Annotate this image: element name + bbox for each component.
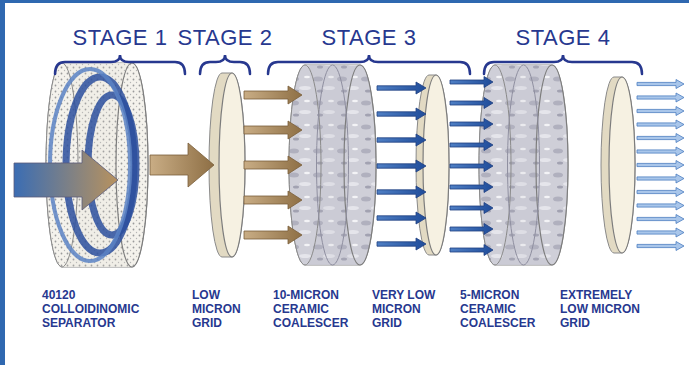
flow-arrow <box>450 245 493 256</box>
outlet-arrow <box>637 174 684 183</box>
flow-arrow <box>377 186 426 198</box>
flow-arrow <box>377 160 426 172</box>
stage-bracket <box>55 55 185 74</box>
outlet-arrow <box>637 134 684 143</box>
outlet-arrow <box>637 161 684 170</box>
flow-arrow <box>150 143 214 187</box>
flow-arrow <box>244 156 302 174</box>
flow-arrow <box>450 182 493 193</box>
flow-arrow <box>377 134 426 146</box>
ceramic-coalescer <box>479 65 568 265</box>
flow-arrow <box>377 238 426 250</box>
flow-arrow <box>450 224 493 235</box>
part-label: 40120 COLLOIDINOMIC SEPARATOR <box>42 289 157 330</box>
outlet-arrow <box>637 201 684 210</box>
outlet-arrow <box>637 228 684 237</box>
stage-heading: STAGE 3 <box>309 25 429 50</box>
outlet-arrow <box>637 147 684 156</box>
disc-face <box>536 65 568 265</box>
stage-bracket <box>200 55 250 74</box>
frame-edge <box>0 0 689 3</box>
part-label: EXTREMELY LOW MICRON GRID <box>560 289 644 330</box>
flow-arrow <box>377 212 426 224</box>
flow-arrow <box>450 203 493 214</box>
outlet-arrow <box>637 188 684 197</box>
stage-heading: STAGE 2 <box>165 25 285 50</box>
outlet-arrow <box>637 80 684 89</box>
stage-bracket <box>484 55 642 74</box>
flow-arrow <box>244 226 302 244</box>
disc-seam <box>317 65 349 265</box>
flow-arrow <box>450 119 493 130</box>
disc-seam <box>508 65 540 265</box>
stage-heading: STAGE 4 <box>503 25 623 50</box>
disc-side <box>479 65 568 265</box>
disc-face <box>423 75 449 255</box>
outlet-arrow <box>637 107 684 116</box>
outlet-arrow <box>637 120 684 129</box>
flow-arrow <box>377 82 426 94</box>
outlet-arrow <box>637 215 684 224</box>
stage-bracket <box>268 55 470 74</box>
stage-heading: STAGE 1 <box>60 25 180 50</box>
flow-arrow <box>450 77 493 88</box>
disc-side <box>601 77 635 253</box>
flow-arrow <box>244 191 302 209</box>
disc-face <box>219 73 245 257</box>
flow-arrow <box>450 161 493 172</box>
part-label: 10-MICRON CERAMIC COALESCER <box>273 289 359 330</box>
inlet-arrow <box>14 150 118 210</box>
part-label: VERY LOW MICRON GRID <box>372 289 442 330</box>
flow-arrow <box>244 121 302 139</box>
grid-disc <box>601 77 635 253</box>
frame-edge <box>0 0 5 365</box>
disc-face <box>609 77 635 253</box>
flow-arrow <box>377 108 426 120</box>
part-label: LOW MICRON GRID <box>192 289 252 330</box>
part-label: 5-MICRON CERAMIC COALESCER <box>460 289 546 330</box>
flow-arrow <box>450 98 493 109</box>
flow-arrow <box>244 86 302 104</box>
flow-arrow <box>450 140 493 151</box>
outlet-arrow <box>637 93 684 102</box>
outlet-arrow <box>637 242 684 251</box>
